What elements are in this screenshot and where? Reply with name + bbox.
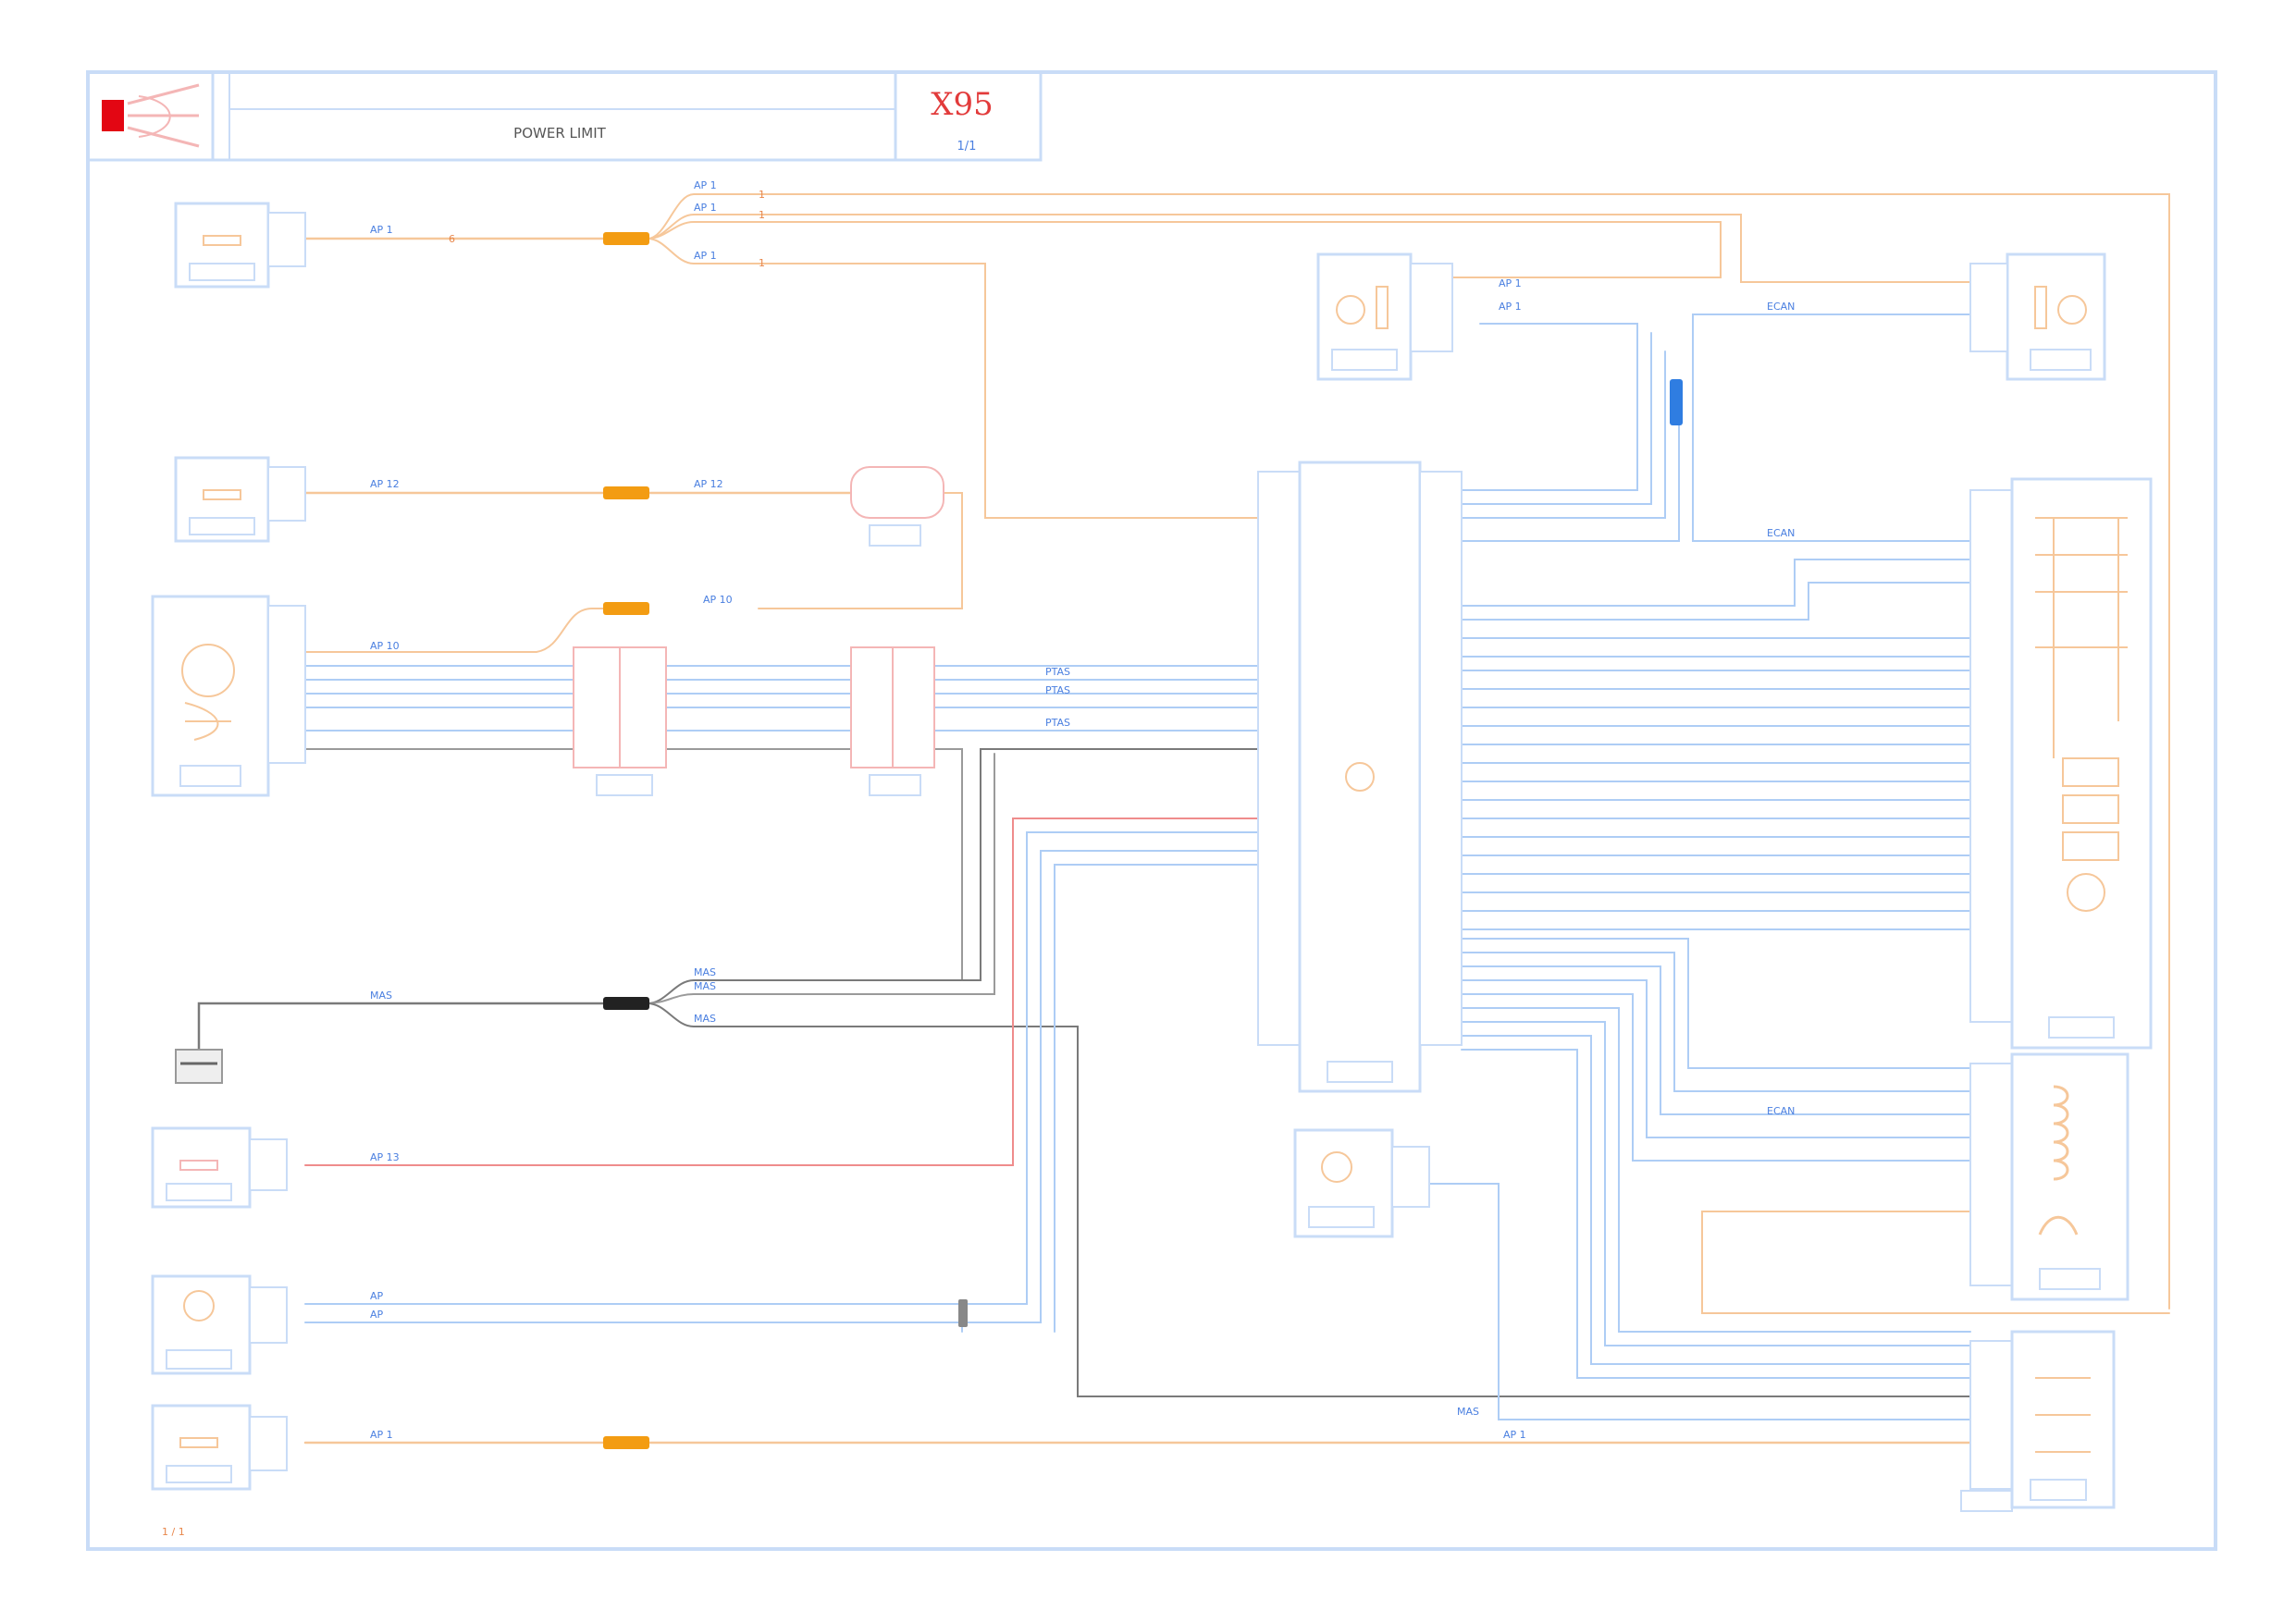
- fuse-symbol-icon: [203, 235, 241, 246]
- svg-text:AP 10: AP 10: [703, 594, 733, 606]
- svg-text:AP 1: AP 1: [1499, 277, 1522, 289]
- svg-text:AP 1: AP 1: [694, 179, 717, 191]
- svg-text:AP 1: AP 1: [370, 1429, 393, 1441]
- fuse-connector-2: [603, 486, 649, 499]
- svg-text:ECAN: ECAN: [1767, 301, 1795, 313]
- control-unit-component: [1960, 1330, 2116, 1512]
- diagram-title: POWER LIMIT: [513, 125, 606, 141]
- svg-text:MAS: MAS: [694, 966, 716, 978]
- fuse-component-3: [151, 1126, 288, 1209]
- components: [151, 202, 2153, 1512]
- relay-symbol-icon: [1969, 477, 2153, 1050]
- svg-text:ECAN: ECAN: [1767, 527, 1795, 539]
- wire-orange-top-2: [647, 193, 2170, 1309]
- svg-text:1 / 1: 1 / 1: [162, 1526, 185, 1538]
- svg-text:1: 1: [759, 209, 765, 221]
- fuse-component-1: [174, 202, 306, 289]
- svg-text:PTAS: PTAS: [1045, 717, 1070, 729]
- wire-red: [304, 818, 1259, 1166]
- inline-block-1: [573, 646, 667, 796]
- sheet-number: 1/1: [957, 140, 977, 154]
- svg-text:1: 1: [759, 189, 765, 201]
- inline-block-3: [850, 466, 944, 547]
- wire-orange-top-4: [647, 221, 1722, 278]
- svg-text:AP 1: AP 1: [694, 202, 717, 214]
- coil-symbol-icon: [1969, 1052, 2129, 1301]
- wire-ground-4: [647, 1002, 1971, 1397]
- svg-text:AP 12: AP 12: [694, 478, 723, 490]
- sheet-frame: [86, 70, 2217, 1551]
- ground-symbol-icon: [175, 1049, 223, 1084]
- ecu-component: [1257, 461, 1463, 1093]
- svg-text:PTAS: PTAS: [1045, 666, 1070, 678]
- wire-ground-2: [647, 748, 1259, 1004]
- wire-orange-loop: [758, 492, 963, 609]
- motor-symbol-icon: [1316, 252, 1453, 381]
- fuse-connector-4: [603, 1436, 649, 1449]
- svg-text:6: 6: [449, 233, 455, 245]
- inline-connectors: [603, 232, 1683, 1449]
- wire-blue-sensor-3: [961, 864, 1259, 1333]
- svg-text:AP 1: AP 1: [694, 250, 717, 262]
- svg-text:MAS: MAS: [694, 980, 716, 992]
- can-splice: [1670, 379, 1683, 425]
- wire-ground-3: [647, 753, 995, 1004]
- svg-text:MAS: MAS: [694, 1013, 716, 1025]
- svg-text:AP 10: AP 10: [370, 640, 400, 652]
- wire-blue-sensor-2: [304, 850, 1259, 1323]
- svg-text:PTAS: PTAS: [1045, 684, 1070, 696]
- wire-blue-sensor-1: [304, 831, 1259, 1305]
- fuse-connector-3: [603, 602, 649, 615]
- fuse-component-4: [151, 1404, 288, 1491]
- title-block: POWER LIMIT X95 1/1: [86, 70, 1043, 162]
- svg-text:AP 13: AP 13: [370, 1151, 400, 1163]
- svg-text:AP: AP: [370, 1309, 384, 1321]
- pedal-sensor-component: [151, 595, 306, 797]
- brand-logo-icon: [102, 83, 200, 148]
- svg-text:AP 12: AP 12: [370, 478, 400, 490]
- wire-orange-top-5: [647, 238, 1259, 519]
- wire-bundle-grey: [304, 748, 963, 981]
- svg-text:ECAN: ECAN: [1767, 1105, 1795, 1117]
- wire-ground-main: [197, 1002, 612, 1051]
- wires: [197, 193, 2170, 1445]
- svg-text:AP 1: AP 1: [370, 224, 393, 236]
- svg-text:MAS: MAS: [370, 990, 392, 1002]
- inline-block-2: [850, 646, 935, 796]
- brake-switch-component: [1293, 1128, 1430, 1238]
- svg-text:AP: AP: [370, 1290, 384, 1302]
- wire-orange-top-3: [647, 214, 1971, 283]
- svg-text:AP 1: AP 1: [1499, 301, 1522, 313]
- svg-text:1: 1: [759, 257, 765, 269]
- fuse-connector-1: [603, 232, 649, 245]
- sensor-splice: [958, 1299, 968, 1327]
- speed-sensor-component: [151, 1274, 288, 1375]
- wire-labels: AP 1 6 AP 1 AP 1 AP 1 1 1 1 AP 12 AP 12 …: [162, 179, 1795, 1538]
- ground-splice: [603, 997, 649, 1010]
- fuse-component-2: [174, 456, 306, 543]
- svg-text:MAS: MAS: [1457, 1406, 1479, 1418]
- model-code: X95: [931, 86, 993, 123]
- wire-orange-to-sensor: [304, 608, 648, 653]
- svg-text:AP 1: AP 1: [1503, 1429, 1526, 1441]
- actuator-component: [1969, 252, 2106, 381]
